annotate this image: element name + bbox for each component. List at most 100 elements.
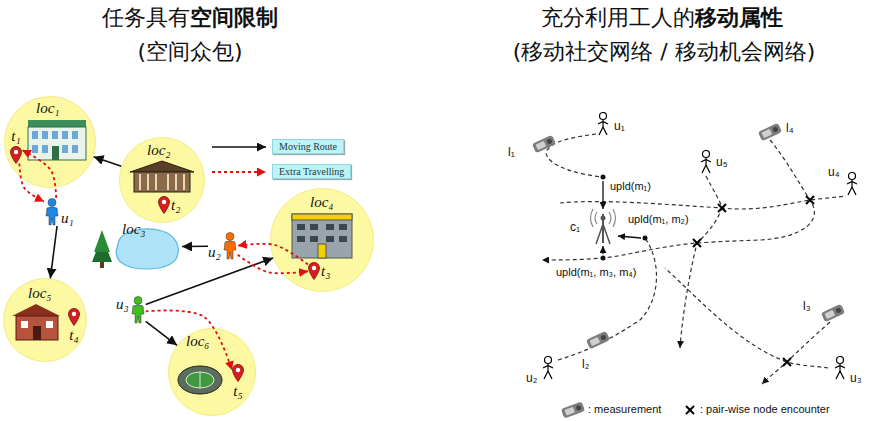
moving-route-arrow xyxy=(182,245,208,247)
stick-figure xyxy=(847,173,857,196)
pin-marker xyxy=(233,365,244,382)
legend-text: : measurement xyxy=(588,403,661,415)
title-line: 任务具有空间限制 xyxy=(102,6,278,30)
worker-label: u₃ xyxy=(850,372,862,385)
mobility-path xyxy=(558,238,656,360)
legend-encounter-mark xyxy=(686,406,694,414)
mobility-path xyxy=(762,322,830,384)
title-line: (空间众包) xyxy=(137,40,242,64)
path-label: l₃ xyxy=(803,300,811,313)
moving-route-arrow xyxy=(146,321,177,345)
location-label: loc₂ xyxy=(147,142,171,159)
person-icon xyxy=(130,296,146,324)
measurement-icons xyxy=(532,123,845,419)
location-circle: loc₁ t₁ xyxy=(4,96,96,188)
extra-travel-arrow xyxy=(146,310,232,370)
office-building xyxy=(28,120,86,160)
hall-building xyxy=(130,161,194,192)
worker-person xyxy=(46,199,58,226)
location-circle: loc₂ t₂ xyxy=(119,137,205,223)
location-circle: loc₅ t₄ xyxy=(3,278,87,362)
circle-fill xyxy=(120,138,205,223)
house xyxy=(12,304,60,340)
pin-icon xyxy=(10,146,22,164)
upload-label: upld(m₁, m₃, m₄) xyxy=(556,266,637,278)
title-text: (移动社交网络 / 移动机会网络) xyxy=(513,40,816,64)
worker-label: u₃ xyxy=(116,296,129,313)
stick-figure xyxy=(835,357,845,380)
legend-samples xyxy=(212,147,266,172)
lake-region: loc₃ xyxy=(112,222,182,272)
worker-label: u₁ xyxy=(61,210,74,227)
mobility-path xyxy=(680,176,722,348)
worker-label: u₁ xyxy=(614,120,625,133)
circle-fill xyxy=(169,329,256,416)
path-label: l₂ xyxy=(582,358,589,371)
legend-item: : measurement xyxy=(588,403,661,415)
pin-icon xyxy=(158,196,170,214)
location-circle: loc₄ t₃ xyxy=(270,188,374,292)
encounter-marks xyxy=(686,196,814,414)
encounter-mark xyxy=(806,196,814,204)
location-label: loc₄ xyxy=(310,194,334,211)
station-label: c₁ xyxy=(570,221,580,234)
path-label: l₄ xyxy=(786,122,794,135)
measurement-icon xyxy=(758,123,782,141)
worker-person xyxy=(132,297,144,324)
pin-icon xyxy=(68,308,80,326)
pin-marker xyxy=(309,263,320,280)
legend-text: Moving Route xyxy=(272,139,344,154)
pin-marker xyxy=(11,146,22,163)
stick-figures xyxy=(543,113,857,380)
title-text: 移动属性 xyxy=(695,6,783,30)
pin-icon xyxy=(308,262,320,280)
title-text: 任务具有 xyxy=(102,6,190,30)
stick-figure xyxy=(543,357,553,380)
title-line: (移动社交网络 / 移动机会网络) xyxy=(513,40,816,64)
legend-item: Moving Route xyxy=(272,139,344,154)
task-pin: t₂ xyxy=(158,196,180,214)
moving-route-sample xyxy=(212,146,266,148)
circle-fill xyxy=(271,189,374,292)
location-label: loc₅ xyxy=(28,285,52,302)
worker-label: u₄ xyxy=(828,166,840,179)
task-pin: t₅ xyxy=(232,364,244,400)
path-label: l₁ xyxy=(508,146,515,159)
encounter-mark xyxy=(693,239,701,247)
person-icon xyxy=(44,198,60,226)
legend-measurement-icon xyxy=(561,402,585,419)
title-line: 充分利用工人的移动属性 xyxy=(541,6,783,30)
location-circle: loc₆ t₅ xyxy=(168,328,256,416)
pin-icon xyxy=(232,364,244,382)
legend-text: Extra Travelling xyxy=(272,164,351,179)
stadium xyxy=(178,366,222,394)
title-text: 空间限制 xyxy=(190,6,278,30)
task-pin: t₁ xyxy=(10,128,22,164)
legend-item: Extra Travelling xyxy=(272,164,351,179)
worker-label: u₂ xyxy=(208,244,221,261)
mobility-paths xyxy=(542,134,846,384)
tower-building xyxy=(292,214,352,258)
circle-fill xyxy=(4,279,87,362)
stick-figure xyxy=(598,113,608,136)
stick-figure xyxy=(701,151,711,174)
cell-tower xyxy=(591,209,616,244)
worker-figure: u₃ xyxy=(116,296,146,324)
pin-marker xyxy=(159,197,170,214)
worker-figure: u₂ xyxy=(208,232,238,260)
task-label: t₃ xyxy=(321,263,330,280)
location-label: loc₁ xyxy=(36,100,60,117)
worker-figure: u₁ xyxy=(44,198,74,226)
extra-travel-sample xyxy=(212,171,266,173)
task-label: t₄ xyxy=(69,327,78,344)
worker-person xyxy=(224,233,236,260)
title-text: (空间众包) xyxy=(137,40,242,64)
upload-label: upld(m₁) xyxy=(610,180,651,192)
encounter-mark xyxy=(718,204,726,212)
moving-route-arrow xyxy=(50,226,57,278)
task-label: t₂ xyxy=(171,197,180,214)
extra-travel-arrow xyxy=(19,164,44,202)
worker-label: u₅ xyxy=(716,156,728,169)
location-label: loc₆ xyxy=(186,333,210,350)
